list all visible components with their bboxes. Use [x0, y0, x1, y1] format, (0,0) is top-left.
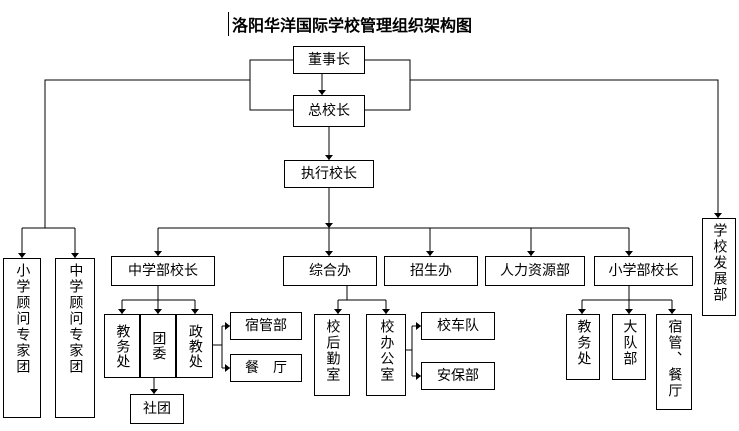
youth-league-box: 团委	[140, 314, 176, 378]
exec-principal-box: 执行校长	[284, 160, 374, 188]
primary-principal-box: 小学部校长	[594, 256, 693, 286]
board-chair-box: 董事长	[293, 46, 365, 74]
primary-advisors-box: 小学顾问专家团	[3, 258, 41, 418]
bus-team-box: 校车队	[421, 312, 495, 340]
middle-academic-box: 教务处	[104, 314, 140, 378]
general-office-box: 综合办	[283, 256, 377, 286]
security-box: 安保部	[421, 362, 495, 390]
clubs-box: 社团	[130, 394, 184, 424]
middle-principal-box: 中学部校长	[111, 256, 215, 286]
dorm-canteen-box: 宿管、餐厅	[656, 314, 692, 410]
chart-title: 洛阳华洋国际学校管理组织架构图	[228, 12, 472, 36]
primary-academic-box: 教务处	[566, 314, 600, 380]
school-dev-dept-box: 学校发展部	[702, 218, 736, 316]
principal-office-box: 校办公室	[366, 314, 406, 396]
middle-advisors-box: 中学顾问专家团	[55, 258, 95, 418]
logistics-box: 校后勤室	[314, 314, 350, 396]
dorm-mgmt-box: 宿管部	[230, 312, 302, 340]
brigade-box: 大队部	[612, 314, 646, 380]
admissions-office-box: 招生办	[384, 256, 478, 286]
principal-box: 总校长	[293, 95, 365, 127]
canteen-box: 餐 厅	[230, 354, 302, 382]
political-office-box: 政教处	[176, 314, 213, 378]
hr-dept-box: 人力资源部	[485, 256, 585, 286]
